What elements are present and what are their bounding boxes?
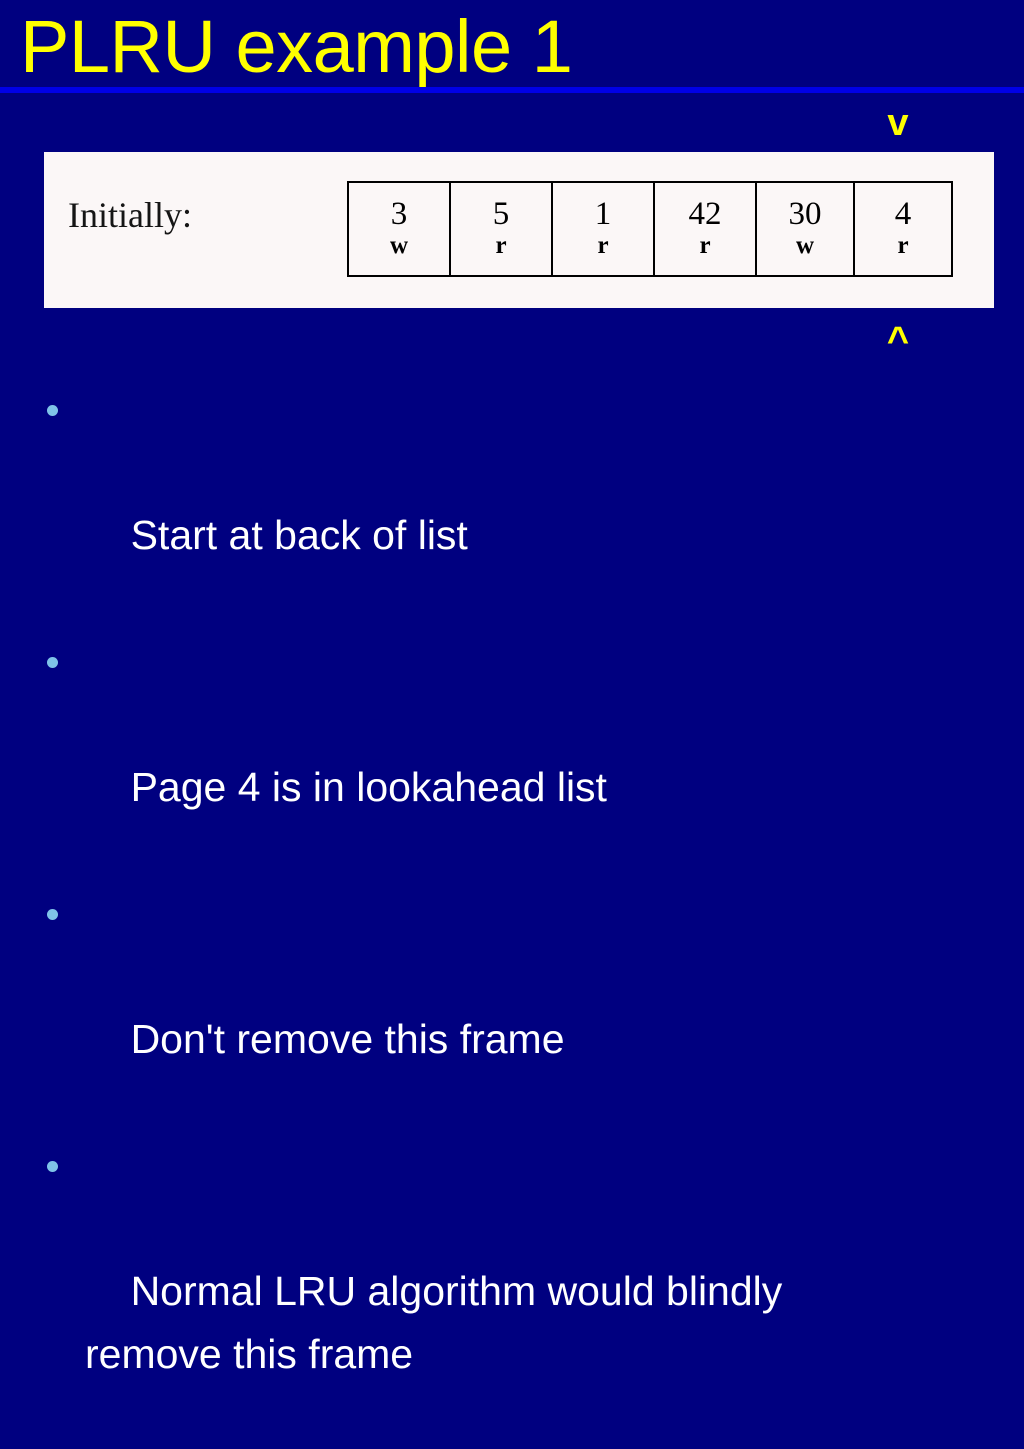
frame-page-number: 42: [688, 196, 722, 232]
figure-label: Initially:: [68, 195, 192, 235]
bullet-dot-icon: [47, 657, 58, 668]
bullet-list: Start at back of list Page 4 is in looka…: [40, 378, 980, 1449]
up-chevron-marker-icon: ^: [886, 320, 910, 362]
frame-access-mode: r: [897, 232, 909, 259]
list-item: Don't remove this frame: [40, 882, 980, 1134]
list-item-label: Don't remove this frame: [130, 1016, 565, 1062]
frame-access-mode: w: [389, 232, 409, 259]
bullet-dot-icon: [47, 405, 58, 416]
list-item-label: Page 4 is in lookahead list: [130, 764, 607, 810]
list-item: Normal LRU algorithm would blindly remov…: [40, 1134, 980, 1449]
bullet-dot-icon: [47, 1161, 58, 1172]
frame-cell-3: 42 r: [653, 181, 757, 277]
page-title: PLRU example 1: [20, 5, 573, 88]
table-row: 3 w 5 r 1 r 42 r 30 w 4 r: [347, 181, 953, 277]
title-divider: [0, 87, 1024, 93]
frame-page-number: 1: [594, 196, 612, 232]
frame-cell-0: 3 w: [347, 181, 451, 277]
list-item-label: Normal LRU algorithm would blindly remov…: [85, 1268, 783, 1377]
frame-page-number: 4: [894, 196, 912, 232]
list-item-label: Start at back of list: [130, 512, 468, 558]
frame-access-mode: r: [495, 232, 507, 259]
frame-page-number: 5: [492, 196, 510, 232]
frame-cell-2: 1 r: [551, 181, 655, 277]
frame-page-number: 30: [788, 196, 822, 232]
frame-page-number: 3: [390, 196, 408, 232]
bullet-dot-icon: [47, 909, 58, 920]
down-chevron-marker-icon: v: [887, 102, 909, 144]
frame-access-mode: r: [699, 232, 711, 259]
figure-panel: Initially: 3 w 5 r 1 r 42 r 30 w: [44, 152, 994, 308]
frame-cell-5: 4 r: [853, 181, 953, 277]
frame-list-table: 3 w 5 r 1 r 42 r 30 w 4 r: [347, 181, 953, 277]
frame-cell-1: 5 r: [449, 181, 553, 277]
list-item: Page 4 is in lookahead list: [40, 630, 980, 882]
list-item: Start at back of list: [40, 378, 980, 630]
frame-access-mode: w: [795, 232, 815, 259]
frame-access-mode: r: [597, 232, 609, 259]
frame-cell-4: 30 w: [755, 181, 855, 277]
